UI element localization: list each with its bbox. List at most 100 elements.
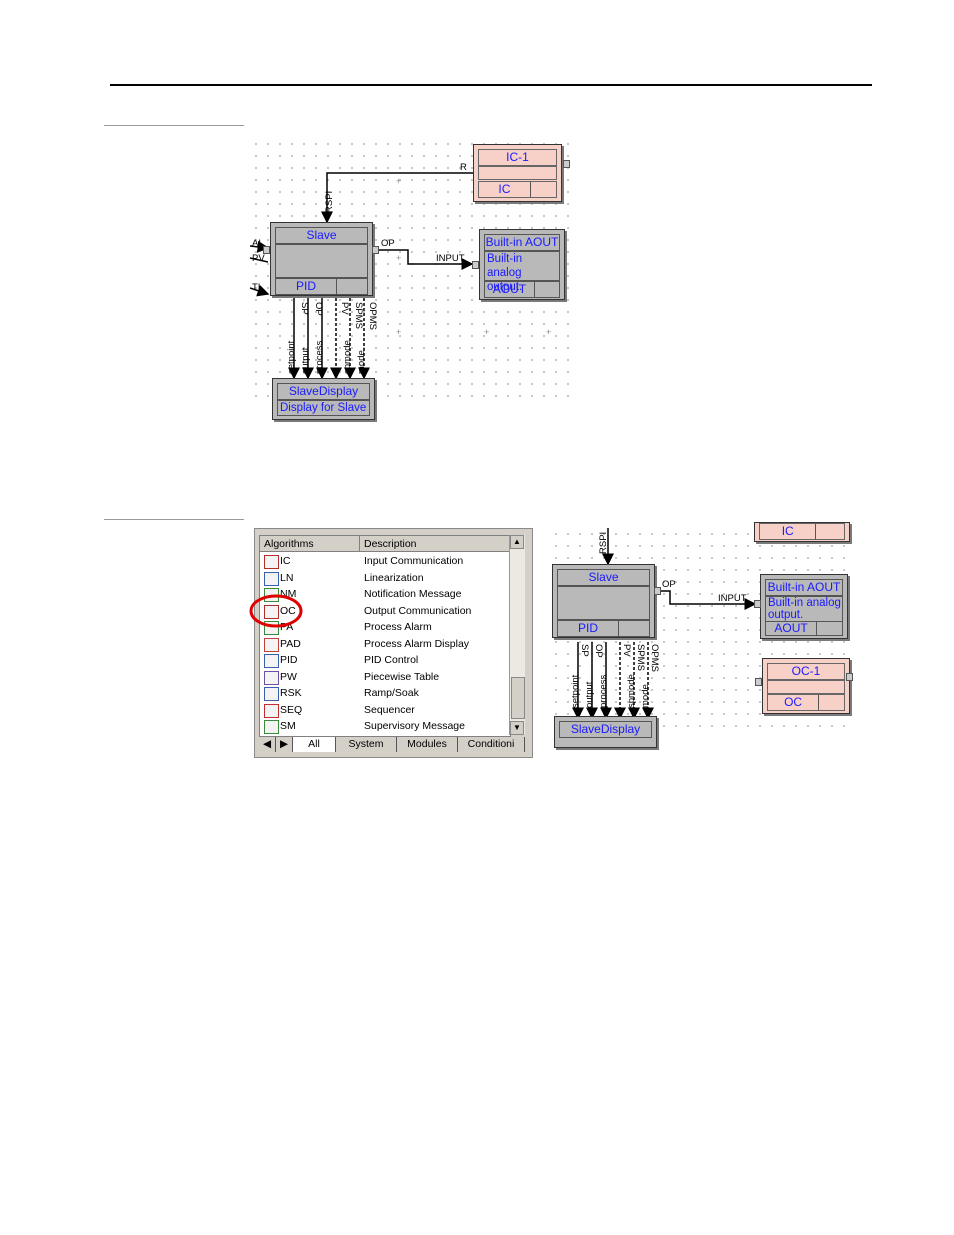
ic1-output-port[interactable] xyxy=(563,160,570,168)
algorithms-list[interactable]: Algorithms Description IC Input Communica… xyxy=(259,535,511,737)
list-scrollbar[interactable]: ▲ ▼ xyxy=(509,535,525,735)
slave-title: Slave xyxy=(275,227,368,244)
fig2-wire-label-spmode: spmode xyxy=(626,674,637,708)
wire-label-r: R xyxy=(460,162,467,173)
algorithm-name: IC xyxy=(280,555,291,567)
seq-icon xyxy=(264,703,279,718)
scroll-up-button[interactable]: ▲ xyxy=(510,535,524,549)
pid-icon xyxy=(264,654,279,668)
algorithm-description: Input Communication xyxy=(364,555,464,567)
panel-tabs: ◀ ▶ All System Modules Conditioni xyxy=(259,737,525,753)
aout-input-port[interactable] xyxy=(472,261,479,269)
ic1-footer: IC xyxy=(478,181,557,198)
ic1-title: IC-1 xyxy=(478,149,557,166)
slave-footer: PID xyxy=(275,278,368,295)
section-rule-1 xyxy=(104,125,244,126)
slave-input-port[interactable] xyxy=(263,246,270,254)
algorithm-name: OC xyxy=(280,604,296,617)
tab-modules[interactable]: Modules xyxy=(397,737,458,752)
algorithm-description: Piecewise Table xyxy=(364,670,440,683)
tab-conditioning[interactable]: Conditioni xyxy=(458,737,525,752)
wire-label-pv-vert: PV xyxy=(339,302,350,315)
ic1-block[interactable]: IC-1 IC xyxy=(473,144,562,202)
algorithm-name: PAD xyxy=(280,637,301,650)
scroll-thumb[interactable] xyxy=(511,677,525,719)
algorithm-row-pw[interactable]: PW Piecewise Table xyxy=(260,669,510,685)
fig2-slave-op-port[interactable] xyxy=(654,587,661,595)
tab-all[interactable]: All xyxy=(293,737,336,752)
oc-highlight-circle xyxy=(249,594,303,628)
tab-scroll-right-icon[interactable]: ▶ xyxy=(276,737,293,752)
oc-icon xyxy=(264,604,279,619)
algorithm-description: Sequencer xyxy=(364,703,415,716)
slavedisplay-block[interactable]: SlaveDisplay Display for Slave xyxy=(272,378,375,420)
fig2-wire-label-spms: SPMS xyxy=(635,644,646,671)
fig2-wire-label-opms: OPMS xyxy=(649,644,660,672)
fig2-wire-label-sp: SP xyxy=(579,644,590,657)
section-rule-2 xyxy=(104,519,244,520)
fig2-slave-block[interactable]: Slave PID xyxy=(552,564,655,638)
fig2-ic-footer: IC xyxy=(759,523,845,540)
algorithm-description: Supervisory Message xyxy=(364,720,465,732)
oc1-title: OC-1 xyxy=(767,663,845,680)
algorithm-description: Ramp/Soak xyxy=(364,687,419,699)
header-rule xyxy=(110,84,872,86)
algorithm-row-rsk[interactable]: RSK Ramp/Soak xyxy=(260,685,510,701)
algorithm-description: Process Alarm xyxy=(364,621,432,633)
fig2-wire-label-output: output xyxy=(584,681,595,708)
fig2-slavedisplay-block[interactable]: SlaveDisplay xyxy=(554,716,657,748)
algorithm-name: SM xyxy=(280,720,296,732)
fbd-canvas-1[interactable]: + + + + + IC-1 IC R RSPI Slave PID OP IN… xyxy=(250,138,570,420)
fig2-slave-footer: PID xyxy=(557,620,650,637)
wire-label-input: INPUT xyxy=(436,253,465,264)
aout-footer: AOUT xyxy=(484,281,560,298)
algorithm-name: PID xyxy=(280,654,298,666)
fig2-wire-label-setpoint: setpoint xyxy=(570,674,581,708)
pad-icon xyxy=(264,637,279,652)
algorithm-row-sm[interactable]: SM Supervisory Message xyxy=(260,718,510,734)
fig2-wire-label-mode: mode xyxy=(640,684,651,708)
oc1-output-port[interactable] xyxy=(846,673,853,681)
fig2-wire-label-op: OP xyxy=(662,579,676,590)
column-header-description[interactable]: Description xyxy=(360,536,510,552)
fig2-wire-label-pv-vert: PV xyxy=(621,644,632,657)
oc1-input-port[interactable] xyxy=(755,678,762,686)
oc1-block[interactable]: OC-1 OC xyxy=(762,658,850,714)
algorithm-name: SEQ xyxy=(280,703,303,716)
sm-icon xyxy=(264,720,279,734)
fig2-ic-block[interactable]: IC xyxy=(754,522,850,542)
fig2-wire-label-op-vert: OP xyxy=(593,644,604,658)
fbd-canvas-2[interactable]: IC RSPI Slave PID OP INPUT Built-in AOUT… xyxy=(550,522,853,748)
wire-label-pv: PV xyxy=(252,253,265,264)
slavedisplay-title: SlaveDisplay xyxy=(277,383,370,400)
algorithm-row-ic[interactable]: IC Input Communication xyxy=(260,553,510,569)
scroll-down-button[interactable]: ▼ xyxy=(510,721,524,735)
ic-icon xyxy=(264,555,279,569)
algorithm-row-seq[interactable]: SEQ Sequencer xyxy=(260,702,510,718)
fig2-slave-title: Slave xyxy=(557,569,650,586)
tab-scroll-left-icon[interactable]: ◀ xyxy=(259,737,276,752)
algorithm-description: Notification Message xyxy=(364,588,462,600)
fig2-wire-label-rspi: RSPI xyxy=(598,531,609,554)
fig2-slavedisplay-title: SlaveDisplay xyxy=(559,721,652,738)
fig2-aout-input-port[interactable] xyxy=(754,600,761,608)
wire-label-ti: TI xyxy=(252,282,261,293)
algorithm-name: RSK xyxy=(280,687,302,699)
slave-op-port[interactable] xyxy=(372,246,379,254)
aout-title: Built-in AOUT xyxy=(484,234,560,251)
slave-block[interactable]: Slave PID xyxy=(270,222,373,296)
wire-label-ai: AI xyxy=(252,238,261,249)
wire-label-op: OP xyxy=(381,238,395,249)
tab-system[interactable]: System xyxy=(336,737,397,752)
column-header-algorithms[interactable]: Algorithms xyxy=(260,536,360,552)
algorithm-name: LN xyxy=(280,571,294,584)
ln-icon xyxy=(264,571,279,586)
fig2-wires xyxy=(572,528,757,720)
algorithm-name: PW xyxy=(280,670,297,683)
